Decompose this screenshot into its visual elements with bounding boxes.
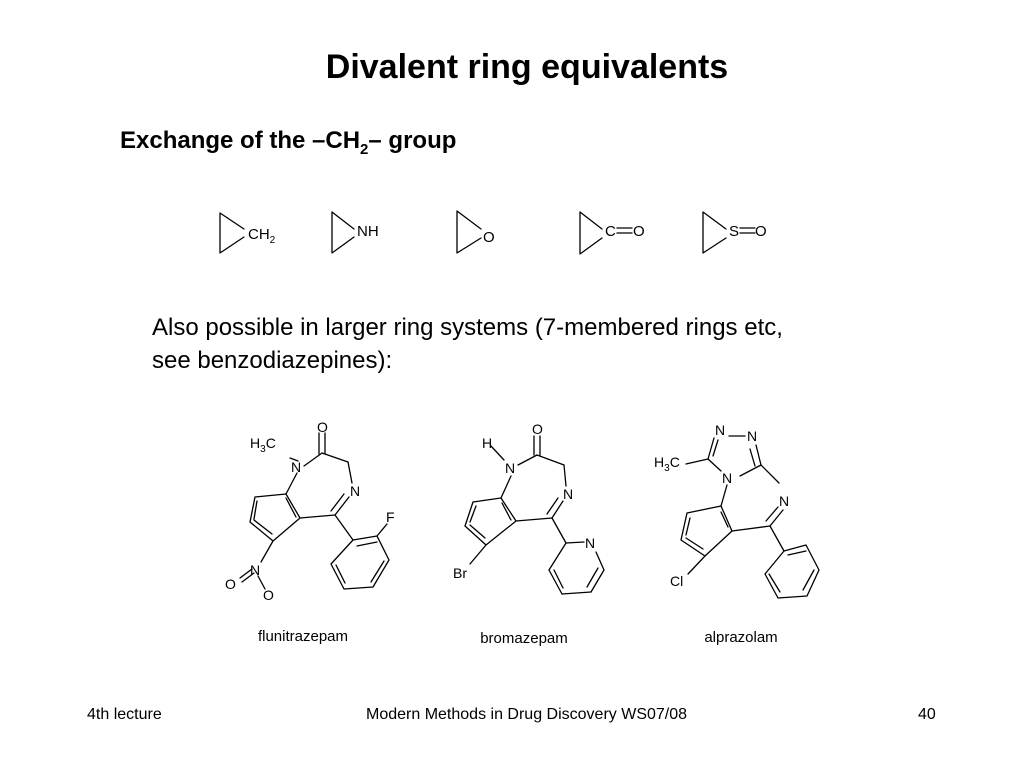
alprazolam-n-bridge-label: N <box>722 470 732 486</box>
flunitrazepam-no2-o2-label: O <box>263 587 274 603</box>
bromazepam-h-label: H <box>482 435 492 451</box>
ring-co-c-label: C <box>605 223 616 240</box>
subtitle-text-pre: Exchange of the –CH <box>120 127 361 154</box>
flunitrazepam-n4-label: N <box>350 483 360 499</box>
flunitrazepam-methyl-label: H3C <box>250 435 276 455</box>
subtitle-subscript: 2 <box>360 140 369 158</box>
bromazepam-structure <box>464 435 605 595</box>
bromazepam-n1-label: N <box>505 460 515 476</box>
ring-o-label: O <box>483 229 495 246</box>
body-paragraph: Also possible in larger ring systems (7-… <box>152 311 942 377</box>
alprazolam-cl-label: Cl <box>670 573 683 589</box>
ring-co <box>579 211 633 255</box>
ring-so-s-label: S <box>729 223 739 240</box>
alprazolam-methyl-label: H3C <box>654 454 680 474</box>
body-line-1: Also possible in larger ring systems (7-… <box>152 314 783 341</box>
flunitrazepam-no2-o1-label: O <box>225 576 236 592</box>
ring-ch2 <box>219 212 245 254</box>
ring-so <box>702 211 756 254</box>
slide-subtitle: Exchange of the –CH2– group <box>120 127 456 158</box>
ring-co-o-label: O <box>633 223 645 240</box>
bromazepam-br-label: Br <box>453 565 467 581</box>
footer-lecture: 4th lecture <box>87 706 162 723</box>
flunitrazepam-n1-label: N <box>291 459 301 475</box>
flunitrazepam-no2-n-label: N <box>250 562 260 578</box>
flunitrazepam-o-label: O <box>317 419 328 435</box>
alprazolam-triazole-n1-label: N <box>715 422 725 438</box>
alprazolam-structure <box>680 435 820 599</box>
bromazepam-o-label: O <box>532 421 543 437</box>
ring-nh-label: NH <box>357 223 379 240</box>
flunitrazepam-name: flunitrazepam <box>258 628 348 645</box>
alprazolam-name: alprazolam <box>704 629 777 646</box>
ring-nh <box>331 211 355 254</box>
slide-title: Divalent ring equivalents <box>325 48 729 86</box>
page-number: 40 <box>918 706 936 723</box>
alprazolam-triazole-n2-label: N <box>747 428 757 444</box>
alprazolam-n5-label: N <box>779 493 789 509</box>
body-line-2: see benzodiazepines): <box>152 347 393 374</box>
ring-ch2-label: CH2 <box>248 226 276 246</box>
footer-course: Modern Methods in Drug Discovery WS07/08 <box>366 706 688 723</box>
bromazepam-n4-label: N <box>563 486 573 502</box>
flunitrazepam-structure <box>239 432 390 590</box>
ring-o <box>456 210 482 254</box>
bromazepam-name: bromazepam <box>480 630 568 647</box>
flunitrazepam-f-label: F <box>386 509 395 525</box>
ring-so-o-label: O <box>755 223 767 240</box>
bromazepam-pyridine-n-label: N <box>585 535 595 551</box>
subtitle-text-post: – group <box>368 127 457 154</box>
